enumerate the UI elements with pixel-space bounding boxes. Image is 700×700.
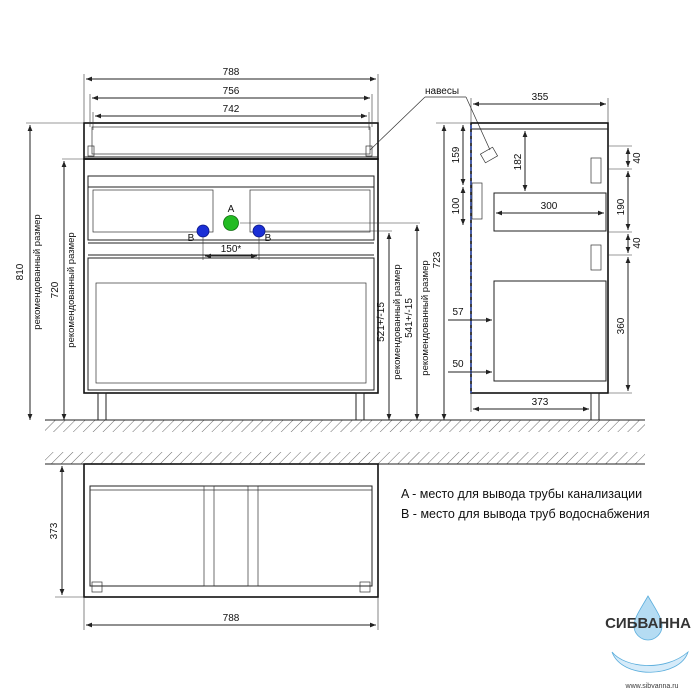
top-view: 373 788	[45, 452, 645, 630]
sink-inner-edge	[91, 126, 371, 155]
hinge-left	[87, 145, 95, 157]
drawer-compartment-left	[92, 189, 214, 233]
dim-150: 150*	[221, 244, 242, 255]
floor-front	[45, 419, 645, 432]
corner-right	[359, 581, 371, 593]
rec-size-label-720: рекомендованный размер	[66, 232, 77, 347]
top-view-frame	[89, 485, 373, 587]
watermark-brand: СИБВАННА	[605, 615, 691, 632]
dim-40-mid: 40	[632, 237, 643, 249]
lower-drawer	[87, 257, 375, 391]
rec-size-label-521: рекомендованный размер	[392, 264, 403, 379]
leg-left	[97, 392, 107, 421]
label-point-a: A	[228, 204, 235, 215]
dim-360: 360	[616, 317, 627, 334]
top-view-body	[83, 463, 379, 598]
dim-788-bottom: 788	[223, 613, 240, 624]
dim-40-top: 40	[632, 152, 643, 164]
dim-182: 182	[513, 153, 524, 170]
water-point-b-right	[252, 224, 266, 238]
front-view: A B B 150* 788 756 742 810 рекомендованн…	[15, 67, 491, 421]
drawer-compartment-right	[249, 189, 371, 233]
dim-355: 355	[532, 92, 549, 103]
label-point-b-left: B	[188, 233, 195, 244]
water-drop-icon	[633, 595, 663, 641]
dim-373-side: 373	[532, 397, 549, 408]
legend-line-b: B - место для вывода труб водоснабжения	[401, 507, 650, 521]
watermark: СИБВАННА www.sibvanna.ru	[605, 595, 691, 690]
legend: A - место для вывода трубы канализации B…	[401, 487, 650, 521]
dim-57: 57	[452, 307, 464, 318]
dim-190: 190	[616, 198, 627, 215]
water-point-b-left	[196, 224, 210, 238]
side-view: 355 159 100 182 300 57 50 373 40 190	[448, 92, 643, 421]
dim-300: 300	[541, 201, 558, 212]
rec-size-label-810: рекомендованный размер	[32, 214, 43, 329]
dim-810: 810	[15, 263, 26, 280]
divider-right	[247, 485, 259, 587]
side-lower-drawer	[493, 280, 607, 382]
corner-left	[91, 581, 103, 593]
dim-159: 159	[451, 146, 462, 163]
drain-point-a	[223, 215, 239, 231]
dim-100: 100	[451, 197, 462, 214]
dim-50: 50	[452, 359, 464, 370]
side-wall-mount	[471, 182, 483, 220]
rec-size-label-541: рекомендованный размер	[420, 260, 431, 375]
dim-742: 742	[223, 104, 240, 115]
lower-drawer-panel	[95, 282, 367, 384]
dim-756: 756	[223, 86, 240, 97]
upper-drawer	[87, 175, 375, 241]
side-upper-drawer	[493, 192, 607, 232]
side-leg	[590, 392, 600, 421]
hinges-label: навесы	[425, 86, 459, 97]
watermark-url: www.sibvanna.ru	[625, 683, 679, 690]
dim-788-top: 788	[223, 67, 240, 78]
handle-bottom	[590, 244, 602, 271]
dim-373-top: 373	[49, 522, 60, 539]
label-point-b-right: B	[265, 233, 272, 244]
legend-line-a: A - место для вывода трубы канализации	[401, 487, 642, 501]
dim-521: 521+/-15	[376, 302, 387, 342]
side-body	[470, 122, 609, 394]
handle-top	[590, 157, 602, 184]
cabinet-body	[83, 158, 379, 394]
side-hinge	[479, 146, 499, 164]
dim-723: 723	[432, 251, 443, 268]
dim-720: 720	[50, 281, 61, 298]
dim-541: 541+/-15	[404, 298, 415, 338]
hinge-right	[365, 145, 373, 157]
divider-left	[203, 485, 215, 587]
bathtub-icon	[611, 650, 689, 673]
leg-right	[355, 392, 365, 421]
sink-top	[83, 122, 379, 160]
